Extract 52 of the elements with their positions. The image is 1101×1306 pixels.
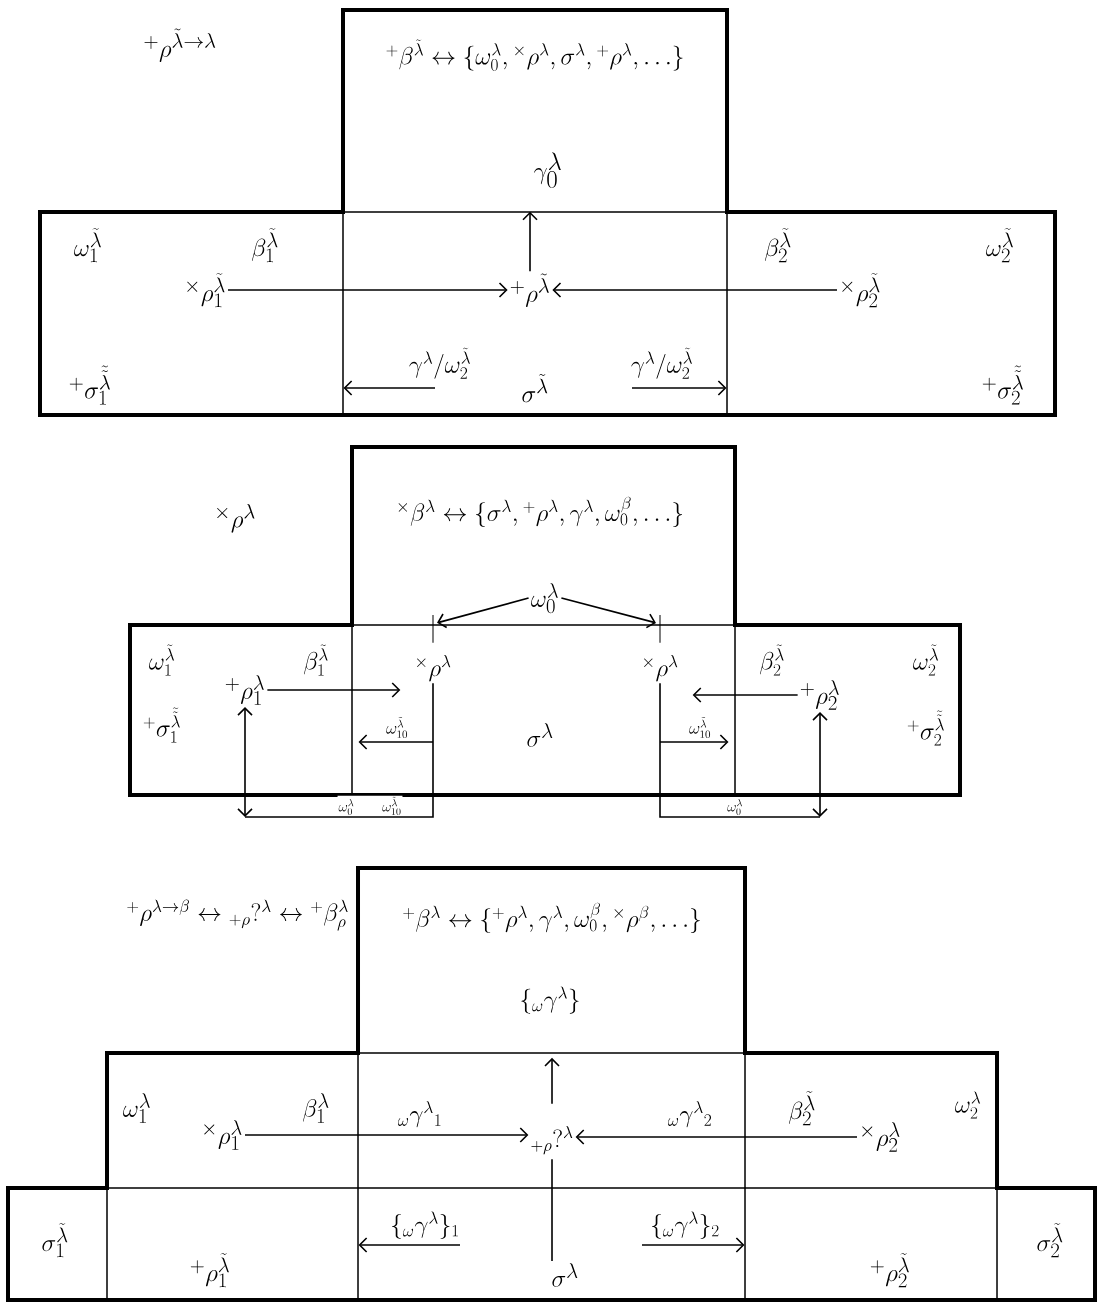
formula: ${}^{+}\rho^{\tilde{\lambda}}$ bbox=[510, 273, 549, 307]
arrow bbox=[631, 380, 727, 396]
formula: ${}^{\times}\rho_2^{\tilde{\lambda}}$ bbox=[842, 272, 880, 308]
edge-label: ${}_{\omega}\gamma^{\lambda}{}_{2}$ bbox=[666, 1099, 714, 1128]
formula: $\omega_0^{\lambda}$ bbox=[531, 583, 558, 614]
formula: $\gamma_{0}^{\lambda}$ bbox=[534, 152, 561, 188]
cell: $\sigma_2^{\tilde{\lambda}}$ bbox=[996, 1187, 1096, 1301]
arrow bbox=[560, 597, 656, 629]
formula: ${}^{+}\rho^{\lambda\to\beta}\leftrightarrow{}_{+\rho}?^{\lambda}\leftrightarrow{}^{+}\beta_{\rho}^{\lambda}$ bbox=[127, 899, 348, 931]
edge-label: $\gamma^{\lambda}/\omega_2^{\tilde{\lambda}}$ bbox=[629, 346, 695, 380]
edge-label: $\gamma^{\lambda}/\omega_2^{\tilde{\lambda}}$ bbox=[407, 346, 473, 380]
formula: ${}^{\times}\rho^{\lambda}$ bbox=[644, 655, 678, 682]
cell: ${}^{+}\rho_1^{\tilde{\lambda}}$ bbox=[106, 1187, 359, 1301]
arrow bbox=[659, 734, 729, 750]
arrow bbox=[437, 597, 530, 629]
edge-label: $\{{}_{\omega}\gamma^{\lambda}\}_2$ bbox=[649, 1210, 721, 1240]
cell bbox=[357, 1187, 746, 1301]
arrow bbox=[522, 211, 538, 273]
arrow bbox=[227, 282, 508, 298]
edge-label: $\omega_0^{\lambda}\qquad\omega_{10}^{\tilde{\lambda}}$ bbox=[337, 795, 403, 816]
arrow bbox=[358, 1237, 461, 1253]
edge-label: $\omega_0^{\lambda}$ bbox=[726, 798, 744, 816]
arrow bbox=[575, 1129, 858, 1145]
edge-label: $\omega_{10}^{\tilde{\lambda}}$ bbox=[688, 716, 712, 739]
formula: ${}_{+\rho}?^{\lambda}$ bbox=[531, 1125, 573, 1155]
formula: ${}^{+}\rho_2^{\lambda}$ bbox=[800, 680, 839, 710]
arrow bbox=[237, 682, 434, 818]
arrow bbox=[358, 734, 434, 750]
arrow bbox=[659, 682, 828, 818]
arrow bbox=[343, 380, 436, 396]
formula: ${}^{\times}\rho^{\lambda}$ bbox=[417, 655, 451, 682]
formula: $\sigma^{\lambda}$ bbox=[552, 1263, 578, 1287]
edge-label: $\omega_{10}^{\tilde{\lambda}}$ bbox=[385, 716, 409, 739]
arrow bbox=[544, 1057, 560, 1105]
formula: ${}^{\times}\rho_1^{\lambda}$ bbox=[204, 1120, 242, 1150]
formula: $\{{}_{\omega}\gamma^{\lambda}\}$ bbox=[521, 986, 579, 1014]
arrow bbox=[244, 1127, 529, 1143]
formula: ${}^{+}\rho^{\tilde{\lambda}\to\lambda}$ bbox=[144, 28, 216, 62]
formula: ${}^{\times}\rho_2^{\lambda}$ bbox=[862, 1122, 900, 1152]
arrow bbox=[266, 682, 401, 698]
connector-line bbox=[551, 1158, 553, 1262]
cell: ${}^{+}\rho_2^{\tilde{\lambda}}$ bbox=[744, 1187, 998, 1301]
cell bbox=[357, 1052, 746, 1189]
formula: ${}^{\times}\rho^{\lambda}$ bbox=[217, 503, 255, 533]
edge-label: ${}_{\omega}\gamma^{\lambda}{}_{1}$ bbox=[396, 1099, 444, 1128]
cell: $\sigma_1^{\tilde{\lambda}}$ bbox=[7, 1187, 108, 1301]
formula: ${}^{\times}\rho_1^{\tilde{\lambda}}$ bbox=[187, 272, 225, 308]
formula: ${}^{+}\rho_1^{\lambda}$ bbox=[225, 675, 264, 705]
arrow bbox=[641, 1237, 745, 1253]
arrow bbox=[692, 687, 799, 703]
arrow bbox=[552, 282, 838, 298]
edge-label: $\{{}_{\omega}\gamma^{\lambda}\}_1$ bbox=[389, 1210, 461, 1240]
